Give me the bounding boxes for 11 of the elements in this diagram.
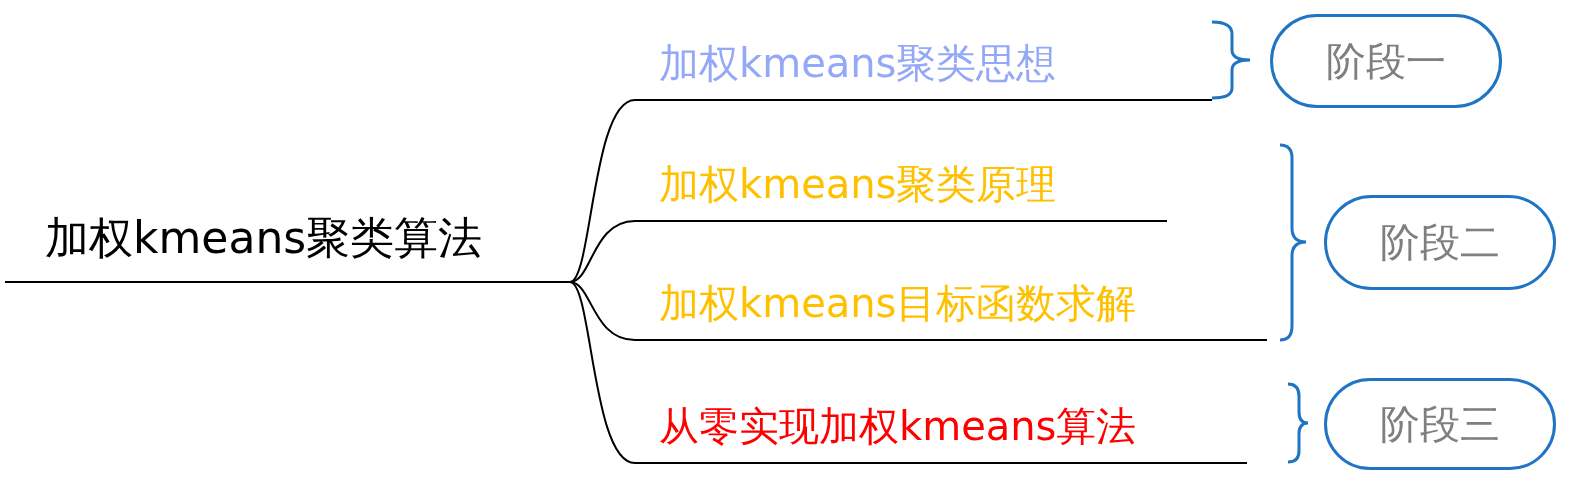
connector-curve xyxy=(569,281,636,341)
branch-topic: 从零实现加权kmeans算法 xyxy=(635,391,1247,464)
connector-curve xyxy=(569,281,636,464)
branch-topic: 加权kmeans聚类原理 xyxy=(635,149,1167,222)
root-topic: 加权kmeans聚类算法 xyxy=(5,195,570,283)
branch-topic: 加权kmeans聚类思想 xyxy=(635,28,1212,101)
stage-pill: 阶段三 xyxy=(1324,378,1556,470)
connector-curve xyxy=(569,99,636,283)
branch-topic: 加权kmeans目标函数求解 xyxy=(635,268,1267,341)
stage-pill: 阶段二 xyxy=(1324,195,1556,290)
stage-pill: 阶段一 xyxy=(1270,14,1502,108)
